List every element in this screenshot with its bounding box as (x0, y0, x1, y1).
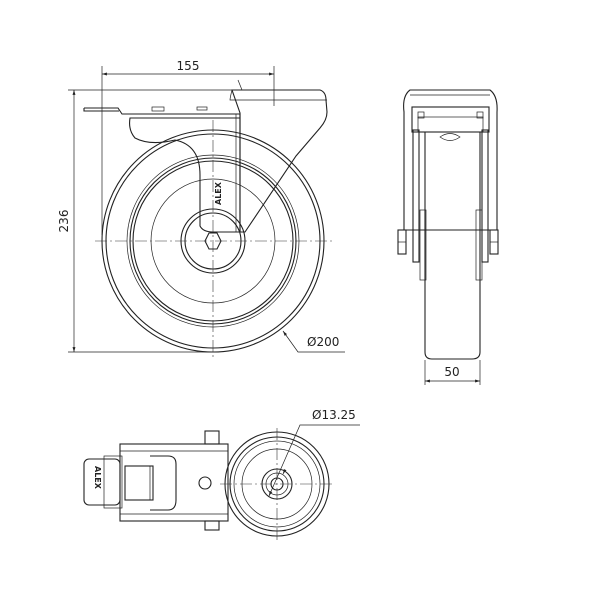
bore-diameter-label: Ø13.25 (312, 408, 356, 422)
width-dimension-label: 155 (177, 59, 200, 73)
bracket-logo: ALEX (214, 181, 223, 205)
side-view: 50 (397, 89, 499, 385)
pedal-logo: ALEX (93, 466, 102, 490)
bottom-view: ALEX Ø13.25 (83, 408, 360, 540)
dimension-bore: Ø13.25 (268, 408, 360, 497)
dimension-155: 155 (101, 59, 275, 235)
bracket: ALEX (83, 79, 328, 250)
dimension-236: 236 (57, 89, 232, 353)
wheel-side (424, 131, 481, 360)
mounting-hole (198, 476, 212, 490)
top-plate (119, 443, 229, 522)
height-dimension-label: 236 (57, 210, 71, 233)
wheel-diameter-label: Ø200 (307, 335, 339, 349)
front-view: ALEX 155 236 Ø200 (57, 59, 345, 360)
dimension-wheel-diameter: Ø200 (282, 330, 345, 353)
dimension-50: 50 (424, 360, 481, 385)
wheel-width-label: 50 (444, 365, 459, 379)
